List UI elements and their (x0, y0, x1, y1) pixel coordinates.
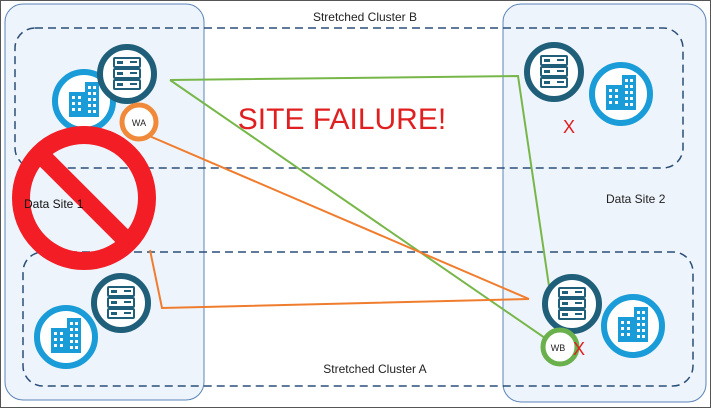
data-site-1-label: Data Site 1 (24, 197, 84, 211)
witness-b-label: WB (551, 343, 566, 353)
cluster-a-return-link (149, 249, 530, 310)
server-icon (545, 277, 599, 331)
cluster-a-link (139, 131, 530, 300)
stretched-cluster-b-box (14, 27, 684, 169)
witness-a-label: WA (132, 118, 146, 128)
cluster-b-label: Stretched Cluster B (313, 10, 417, 24)
site-failure-title: SITE FAILURE! (238, 103, 446, 136)
building-icon (592, 65, 650, 123)
building-icon (604, 297, 662, 355)
cluster-b-witness-link (169, 79, 559, 348)
server-icon (527, 45, 581, 99)
failure-x-mark: X (563, 117, 575, 137)
cluster-a-label: Stretched Cluster A (323, 362, 426, 376)
cluster-b-link (169, 74, 559, 348)
prohibition-icon (12, 126, 156, 270)
witness-a-node: WA (119, 102, 159, 142)
server-icon (94, 276, 148, 330)
building-icon (37, 308, 95, 366)
stretched-cluster-a-box (22, 251, 694, 387)
witness-b-node: WB (540, 327, 580, 367)
server-icon (100, 47, 154, 101)
failure-x-mark: X (573, 339, 585, 359)
data-site-2-label: Data Site 2 (606, 192, 666, 206)
